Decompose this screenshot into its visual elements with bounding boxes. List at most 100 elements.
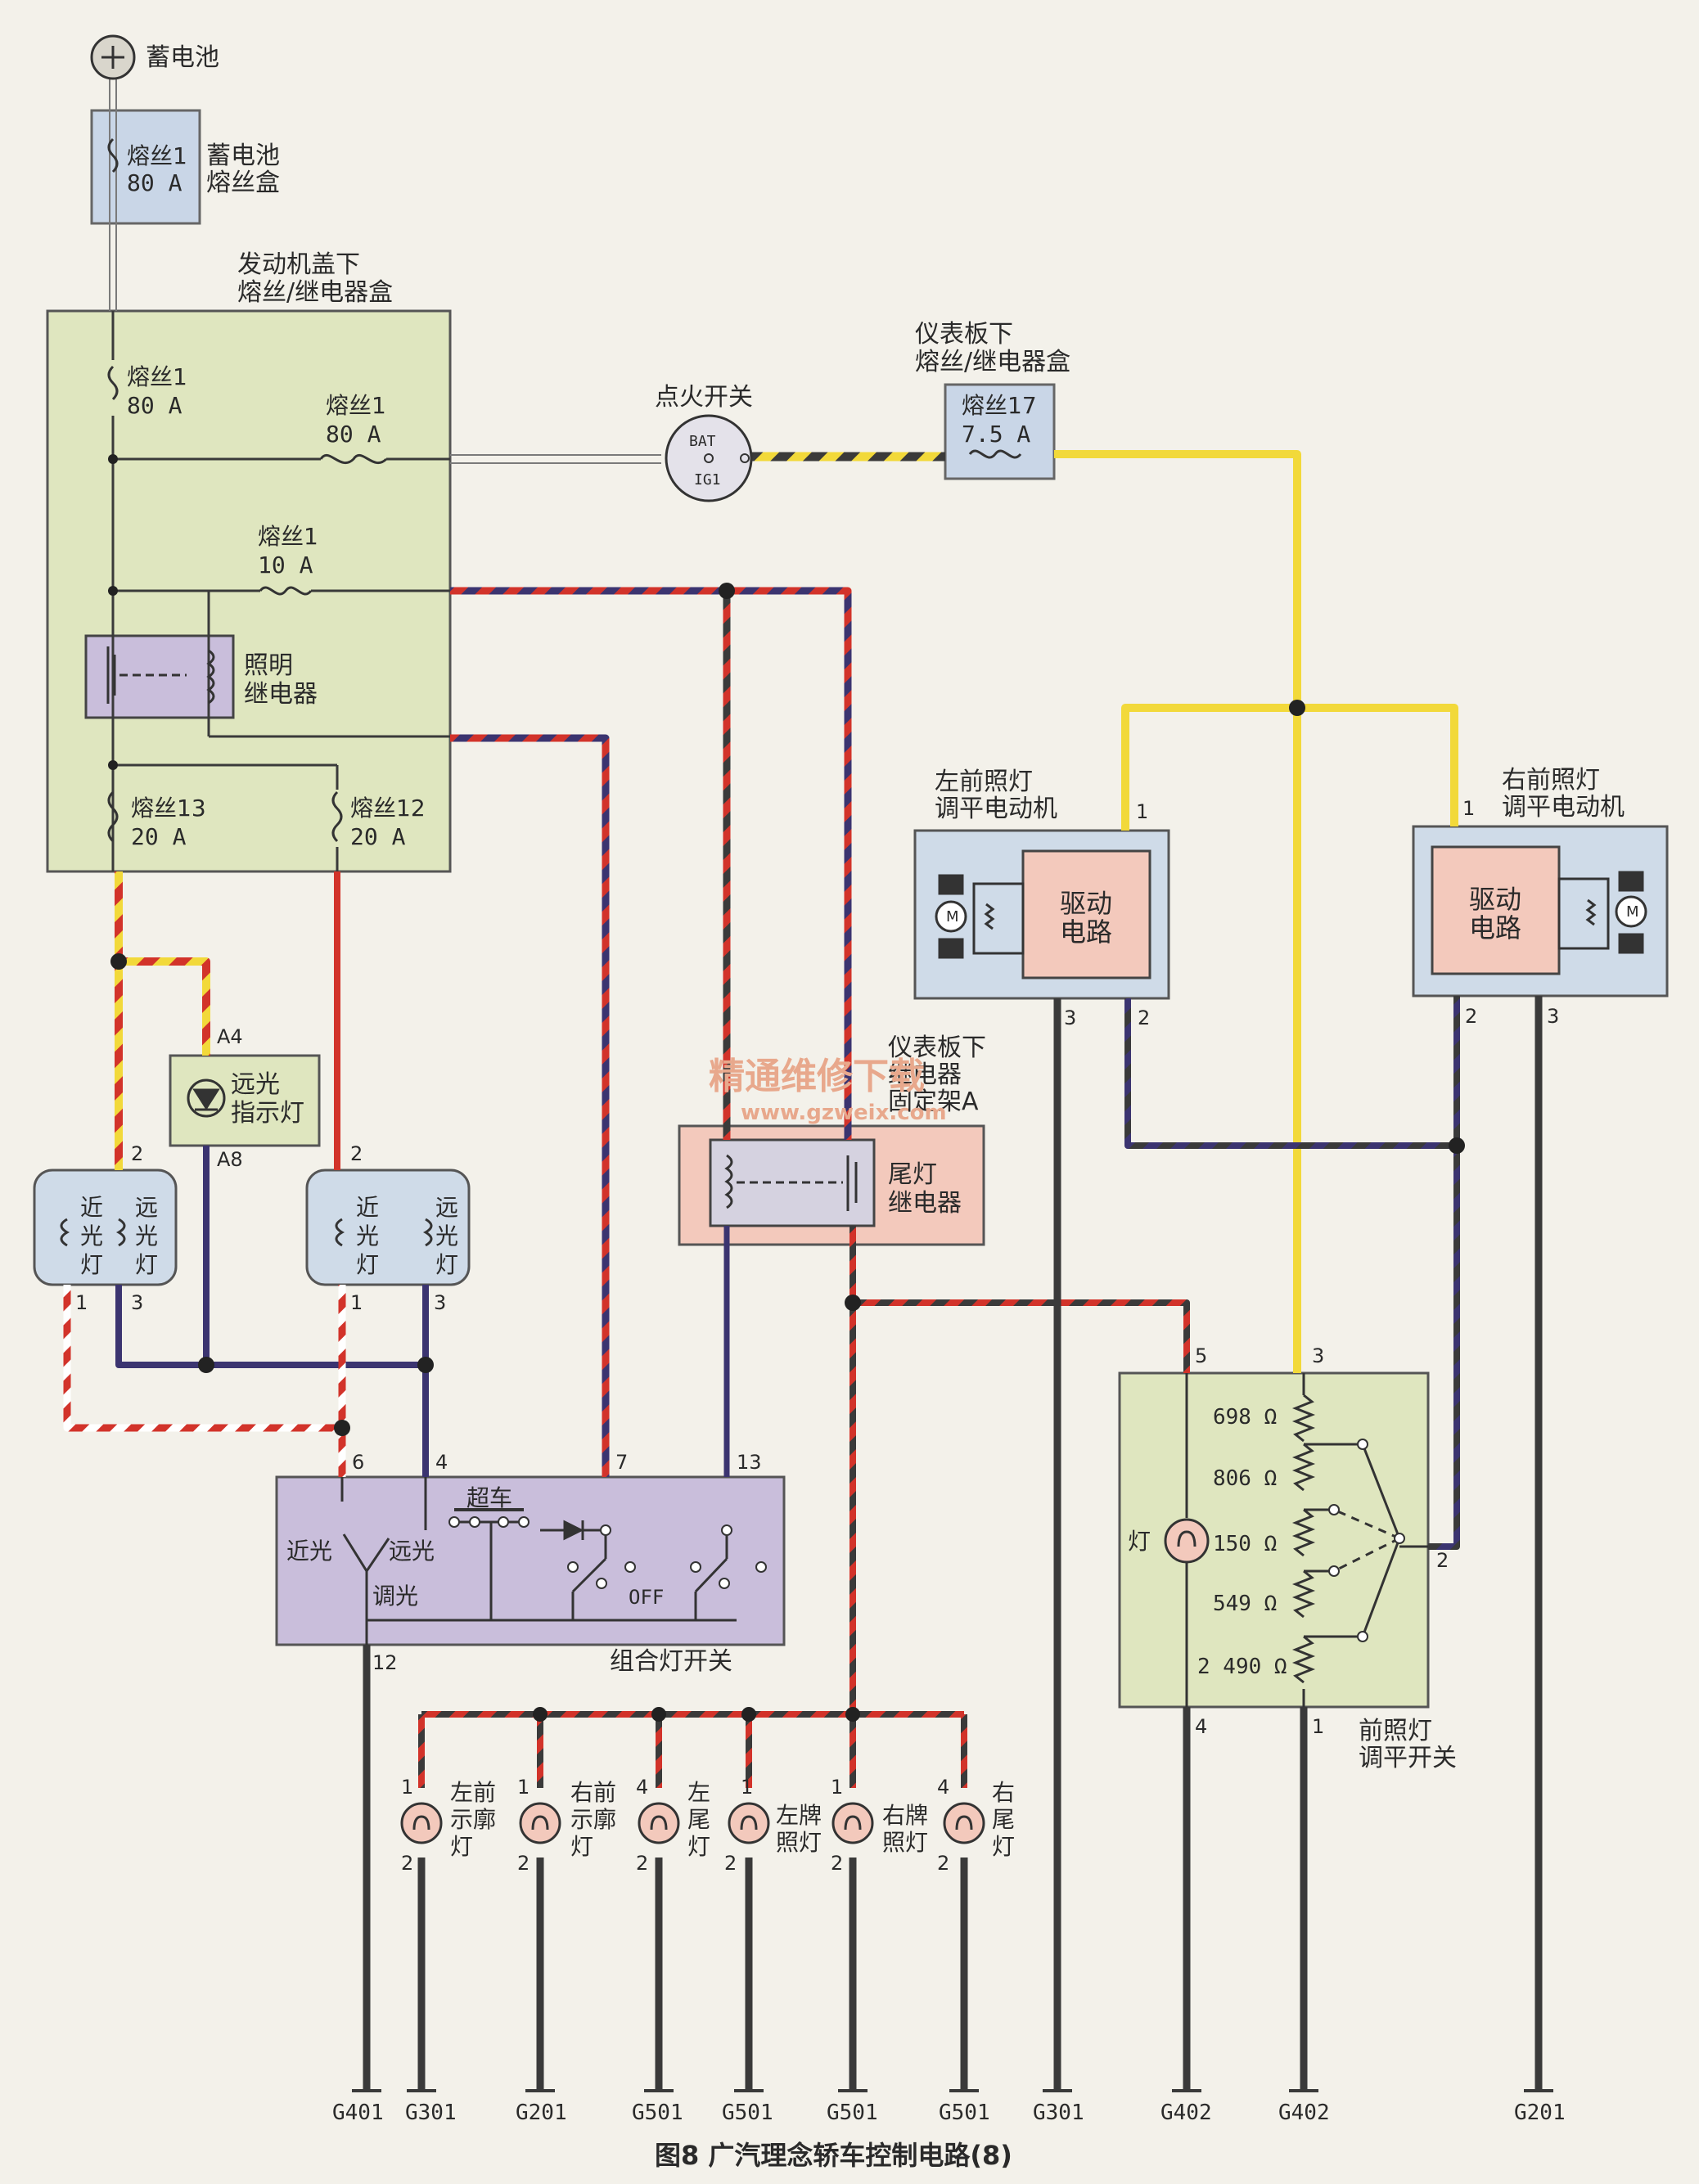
switch-off-label: OFF [629,1586,664,1609]
dash-box-title: 仪表板下 [915,320,1013,349]
left-low-2: 光 [80,1223,103,1250]
resistor-2-label: 806 Ω [1213,1466,1277,1491]
left-low-3: 灯 [80,1251,103,1278]
left-high-3: 灯 [135,1251,158,1278]
lamp6-name-3: 灯 [992,1833,1015,1860]
lamp5-name-2: 照灯 [882,1829,928,1856]
tail-relay-label: 尾灯 [888,1160,937,1189]
lamp2-name-1: 右前 [570,1779,616,1806]
right-drive-label: 驱动 [1469,884,1521,915]
right-motor-pin-1: 1 [1462,797,1475,820]
marker-lamp-filaments [412,1815,973,1831]
engine-fuse-10a-name: 熔丝1 [258,523,318,550]
right-headlight-pin-1: 1 [350,1291,363,1314]
right-motor-pin-3: 3 [1547,1005,1559,1028]
right-drive-label-2: 电路 [1469,912,1521,943]
switch-high-label: 远光 [389,1538,435,1565]
lamp1-name-3: 灯 [450,1833,473,1860]
battery-fuse-box-label: 蓄电池 [206,142,280,170]
indicator-diode-icon [187,1078,226,1118]
left-motor-m: M [946,908,959,925]
leveling-lamp-label: 灯 [1128,1528,1151,1555]
engine-fuse-main-rating: 80 A [127,392,183,419]
left-drive-label-2: 电路 [1060,916,1112,948]
left-headlight-box [33,1169,178,1286]
ground-label: G501 [827,2101,878,2125]
lamp1-name-1: 左前 [450,1779,496,1806]
battery-fuse-box-label-2: 熔丝盒 [206,169,280,197]
leveling-lamp-icon [1164,1518,1210,1564]
high-beam-return-wire [115,1146,429,1477]
lamp2-pin-bottom: 2 [517,1852,530,1875]
indicator-label-2: 指示灯 [231,1099,304,1128]
lamp3-name-3: 灯 [687,1833,710,1860]
ground-label: G501 [722,2101,773,2125]
leveling-switch-contacts [1328,1439,1405,1642]
leveling-pin-3: 3 [1312,1344,1324,1367]
lamp5-name-1: 右牌 [882,1802,928,1829]
lamp4-name-1: 左牌 [776,1802,822,1829]
resistor-5-label: 2 490 Ω [1197,1655,1287,1679]
right-motor-icon [1557,871,1647,954]
leveling-pin-1: 1 [1312,1715,1324,1738]
leveling-pin-5: 5 [1195,1344,1207,1367]
fuse-icons [107,137,1022,843]
lamp-labels: 1 2 左前 示廓 灯 1 2 右前 示廓 灯 4 2 左 尾 灯 2 1 左牌… [401,1776,1015,1875]
low-beam-return-wire [63,1285,346,1477]
ignition-bat: BAT [689,433,716,450]
junction-dots [108,454,1465,1722]
right-high-3: 灯 [435,1251,458,1278]
left-headlight-pin-3: 3 [131,1291,143,1314]
fuse12-name: 熔丝12 [350,795,426,822]
lamp6-pin-top: 4 [937,1776,949,1799]
right-motor-title-2: 调平电动机 [1502,793,1625,822]
left-motor-pin-2: 2 [1138,1006,1150,1029]
lighting-relay-label: 照明 [244,651,293,680]
combination-switch-label: 组合灯开关 [610,1647,732,1676]
indicator-label: 远光 [231,1070,280,1099]
lamp1-name-2: 示廓 [450,1806,496,1833]
resistor-3-label: 150 Ω [1213,1532,1277,1556]
ground-label: G501 [632,2101,683,2125]
engine-fuse-right-rating: 80 A [326,421,381,448]
right-motor-title: 右前照灯 [1502,766,1600,795]
ground-labels: G401 G301 G201 G501 G501 G501 G501 G301 … [332,2101,1566,2125]
lamp4-pin-bottom: 2 [724,1852,737,1875]
leveling-signal-wire [1124,996,1460,1550]
lamp3-pin-bottom: 2 [636,1852,648,1875]
marker-lamp-icons [400,1802,985,1844]
tail-bracket-label-2: 继电器 [888,1060,962,1089]
watermark-title: 精通维修下载 [709,1056,925,1097]
right-motor-pin-2: 2 [1465,1005,1477,1028]
ground-label: G301 [1033,2101,1084,2125]
lamp2-name-2: 示廓 [570,1806,616,1833]
dash-box-title-2: 熔丝/继电器盒 [915,348,1070,376]
engine-box-title-2: 熔丝/继电器盒 [237,278,393,307]
lamp4-name-2: 照灯 [776,1829,822,1856]
ignition-switch-icon [665,414,753,502]
lighting-relay-label-2: 继电器 [244,680,318,709]
switch-pin-12: 12 [372,1651,398,1674]
left-drive-circuit [1021,849,1151,979]
right-headlight-pin-2: 2 [350,1142,363,1165]
ignition-title: 点火开关 [655,383,753,412]
switch-pass-label: 超车 [466,1484,512,1511]
right-headlight-box [305,1169,471,1286]
battery-icon [90,34,136,80]
lamp2-name-3: 灯 [570,1833,593,1860]
ground-label: G401 [332,2101,384,2125]
battery-fuse-name: 熔丝1 [127,142,187,169]
leveling-pin-2: 2 [1436,1549,1449,1572]
fuse13-name: 熔丝13 [131,795,206,822]
engine-box-title: 发动机盖下 [237,250,360,279]
ignition-ig1: IG1 [694,471,721,489]
tail-bracket-label-3: 固定架A [888,1087,979,1116]
engine-box-internal-wires [111,311,450,871]
lamp5-pin-bottom: 2 [831,1852,843,1875]
left-low-1: 近 [80,1194,103,1221]
lamp2-pin-top: 1 [517,1776,530,1799]
resistor-4-label: 549 Ω [1213,1592,1277,1616]
resistor-1-label: 698 Ω [1213,1405,1277,1430]
tail-bracket-label: 仪表板下 [888,1033,986,1062]
lamp6-name-1: 右 [992,1779,1015,1806]
